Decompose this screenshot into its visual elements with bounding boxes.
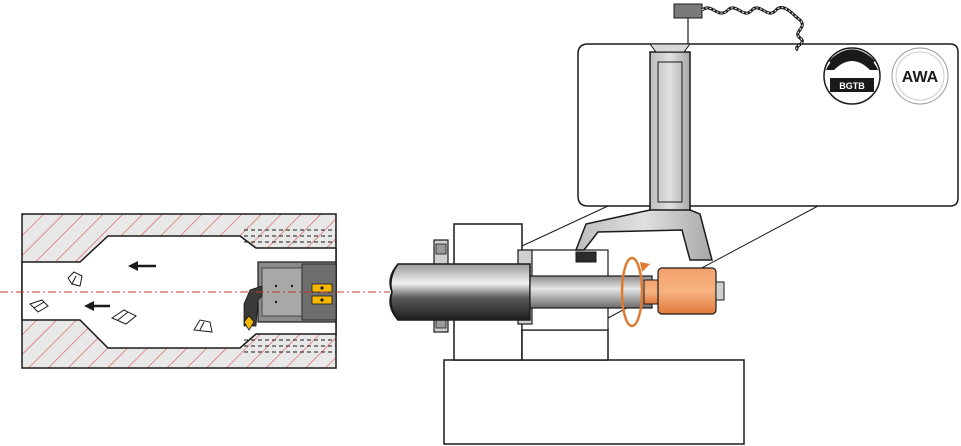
clamp-knob bbox=[575, 251, 597, 263]
bgtb-logo: BGTB bbox=[823, 47, 881, 105]
insert-screw-bottom bbox=[320, 298, 324, 302]
coupling-cap bbox=[715, 281, 725, 301]
workpiece-cross-section bbox=[0, 213, 390, 369]
dashed-wall-top bbox=[244, 229, 336, 243]
dashed-wall-bottom bbox=[244, 339, 336, 353]
chip-icon bbox=[29, 299, 49, 313]
bar-cut-end bbox=[389, 263, 399, 321]
machine-base bbox=[443, 359, 745, 445]
boring-bar bbox=[390, 263, 531, 321]
flange-left-nut-top bbox=[435, 243, 447, 255]
arm-slot-upper bbox=[657, 61, 683, 203]
pedestal-right bbox=[521, 329, 609, 361]
machine-assembly: BGTB AWA bbox=[389, 3, 959, 445]
guide-line bbox=[521, 205, 609, 247]
arrow-left-lower bbox=[84, 301, 110, 311]
arrow-left-upper bbox=[128, 261, 156, 271]
dot bbox=[274, 284, 278, 288]
dot bbox=[290, 284, 294, 288]
drive-shaft bbox=[529, 275, 653, 309]
coupling-small bbox=[643, 279, 659, 305]
arm-top-cap bbox=[649, 43, 691, 53]
chip-icon bbox=[110, 309, 137, 325]
chip-icon bbox=[67, 271, 83, 287]
insert-screw-top bbox=[320, 286, 324, 290]
cutter-tip bbox=[243, 315, 255, 331]
awa-logo-label: AWA bbox=[902, 69, 939, 86]
coiled-cable-highlight bbox=[701, 7, 803, 51]
awa-logo: AWA bbox=[891, 47, 949, 105]
bgtb-logo-label: BGTB bbox=[839, 81, 865, 91]
chip-icon bbox=[193, 319, 213, 333]
coupling-motor bbox=[657, 267, 717, 315]
arm-connector bbox=[673, 3, 703, 19]
dot bbox=[274, 300, 278, 304]
rotation-arrow bbox=[620, 256, 650, 328]
support-arm-upper bbox=[649, 51, 691, 211]
